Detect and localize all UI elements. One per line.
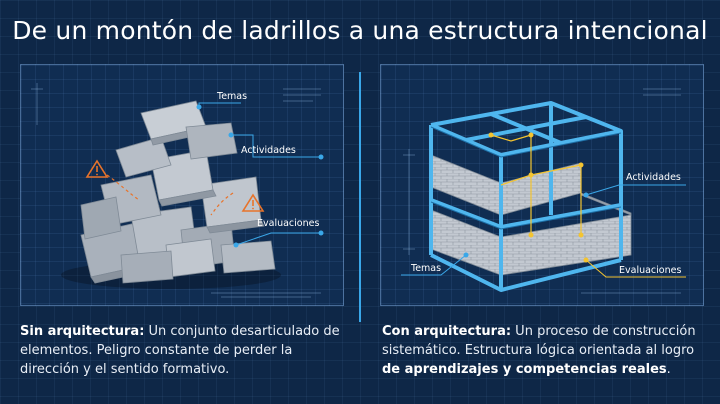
- label-evaluaciones: Evaluaciones: [257, 218, 319, 229]
- leader-line: [235, 232, 321, 246]
- label-evaluaciones: Evaluaciones: [619, 265, 681, 276]
- page-title: De un montón de ladrillos a una estructu…: [12, 16, 708, 45]
- label-actividades: Actividades: [241, 145, 296, 156]
- leader-line: [198, 102, 241, 105]
- brick-walls: [430, 154, 632, 276]
- caption-body: Un proceso de construcción sistemático. …: [382, 324, 696, 358]
- panel-without-architecture: Temas Actividades Evaluaciones: [20, 64, 344, 306]
- caption-heading: Con arquitectura:: [382, 324, 512, 339]
- leader-line: [231, 134, 321, 158]
- brick-pile: [80, 100, 276, 284]
- leader-line: [585, 184, 686, 196]
- caption-emphasis: de aprendizajes y competencias reales: [382, 362, 667, 377]
- leader-line: [401, 254, 467, 276]
- center-divider: [359, 72, 361, 322]
- panel-with-architecture: Actividades Temas Evaluaciones: [380, 64, 704, 306]
- warning-icon: [85, 159, 109, 178]
- connector-arrows: [106, 174, 234, 216]
- blueprint-marks: [31, 83, 321, 298]
- label-temas: Temas: [216, 91, 247, 102]
- caption-with-architecture: Con arquitectura: Un proceso de construc…: [382, 322, 712, 379]
- caption-without-architecture: Sin arquitectura: Un conjunto desarticul…: [20, 322, 350, 379]
- caption-heading: Sin arquitectura:: [20, 324, 145, 339]
- blueprint-marks: [403, 88, 681, 294]
- caption-body: Un conjunto desarticulado de elementos. …: [20, 324, 340, 377]
- structure-illustration: Actividades Temas Evaluaciones: [401, 88, 686, 294]
- caption-end: .: [666, 362, 671, 377]
- label-actividades: Actividades: [626, 172, 681, 183]
- brick-pile-illustration: Temas Actividades Evaluaciones: [31, 83, 324, 298]
- label-temas: Temas: [410, 263, 441, 274]
- warning-icon: [241, 193, 265, 212]
- leader-line: [585, 259, 686, 278]
